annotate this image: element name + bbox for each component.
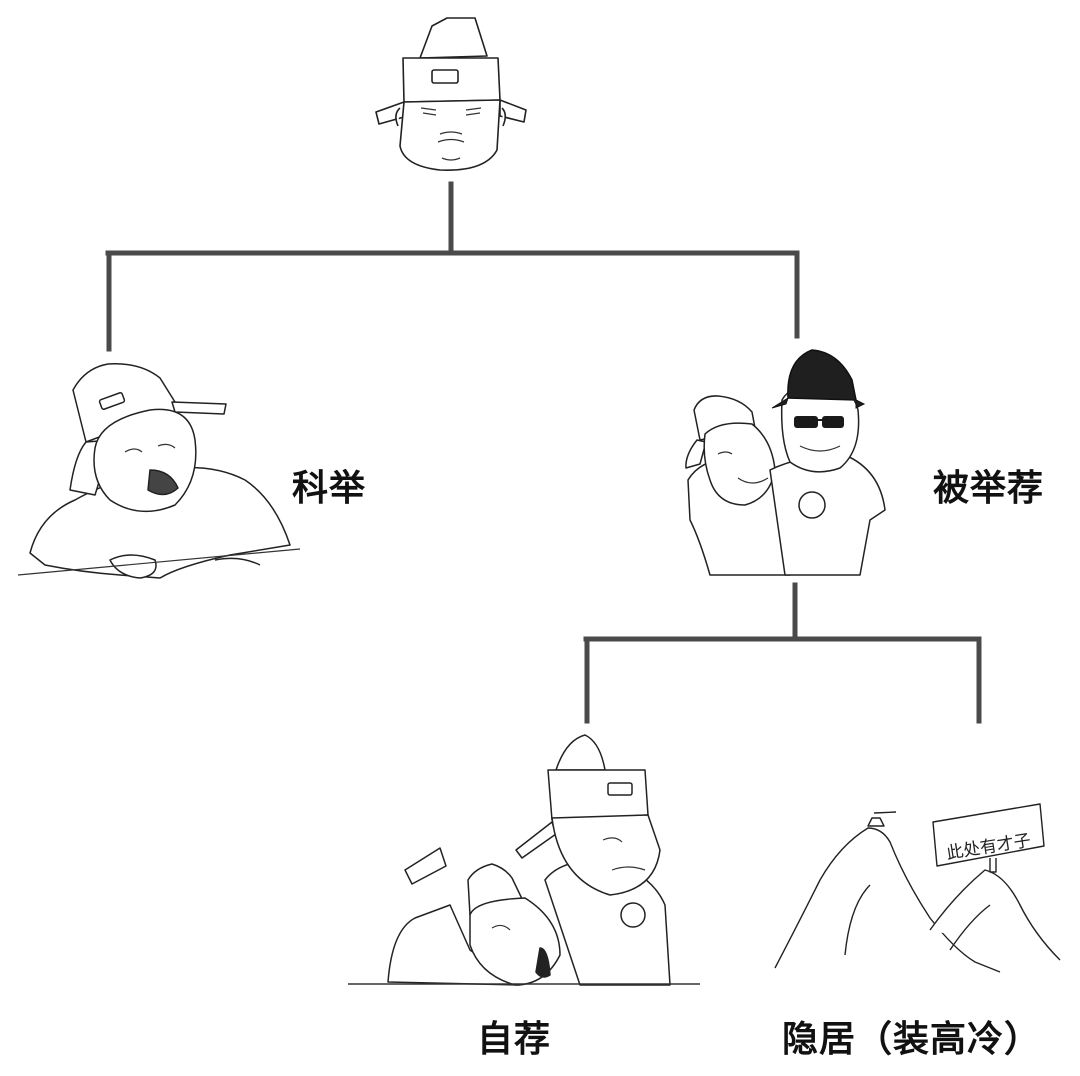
label-keju: 科举	[292, 468, 367, 509]
label-zijian: 自荐	[477, 1019, 552, 1060]
label-yinju: 隐居（装高冷）	[782, 1019, 1042, 1060]
label-beijujian: 被举荐	[933, 468, 1045, 509]
